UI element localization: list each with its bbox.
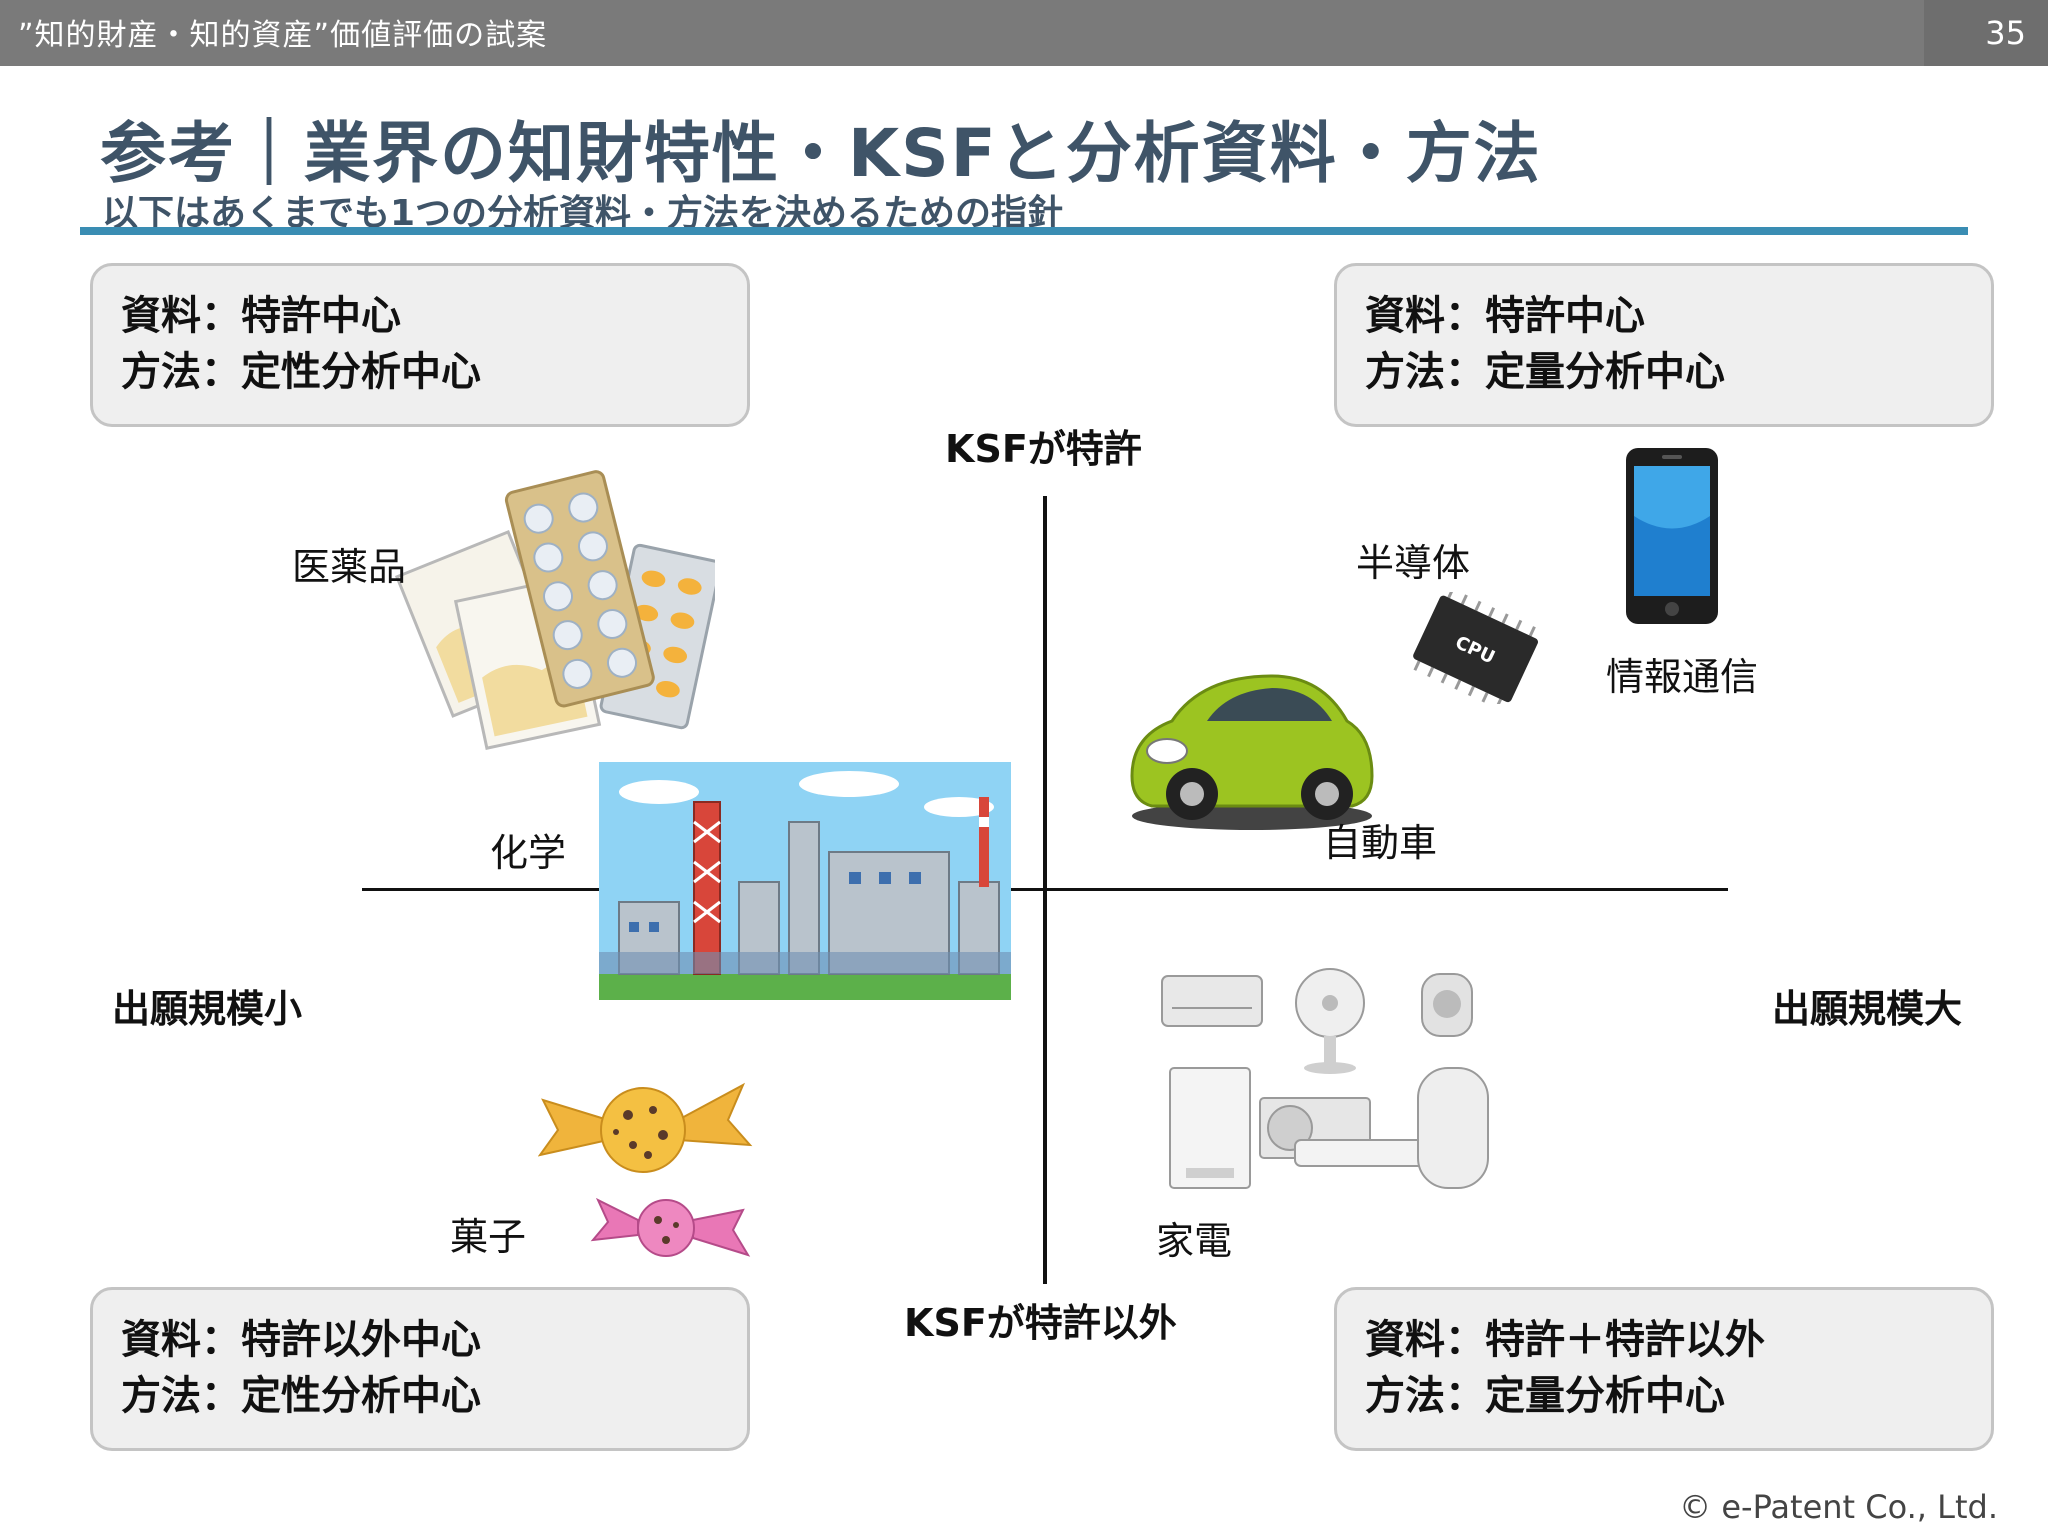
- industry-label-semiconductor: 半導体: [1356, 541, 1471, 585]
- axis-label-right: 出願規模大: [1772, 987, 1963, 1031]
- quadrant-box-top-right: 資料：特許中心 方法：定量分析中心: [1334, 263, 1994, 427]
- medicine-illustration: [395, 470, 715, 750]
- quadrant-material: 資料：特許＋特許以外: [1365, 1317, 1765, 1363]
- quadrant-method: 方法：定性分析中心: [121, 349, 481, 395]
- horizontal-axis: [362, 888, 1728, 891]
- smartphone-illustration: [1626, 448, 1718, 624]
- industry-label-info-comm: 情報通信: [1606, 655, 1759, 699]
- appliances-illustration: [1161, 968, 1489, 1189]
- page-title: 参考｜業界の知財特性・KSFと分析資料・方法: [100, 115, 1542, 192]
- chemical-plant-illustration: [599, 762, 1011, 1000]
- industry-label-confectionery: 菓子: [450, 1215, 527, 1259]
- quadrant-method: 方法：定量分析中心: [1365, 349, 1725, 395]
- series-title: ”知的財産・知的資産”価値評価の試案: [18, 18, 548, 53]
- copyright: © e-Patent Co., Ltd.: [1679, 1488, 1998, 1526]
- quadrant-material: 資料：特許中心: [1365, 293, 1645, 339]
- quadrant-method: 方法：定量分析中心: [1365, 1373, 1725, 1419]
- quadrant-box-bottom-left: 資料：特許以外中心 方法：定性分析中心: [90, 1287, 750, 1451]
- cpu-chip-illustration: CPU: [1413, 592, 1538, 704]
- quadrant-material: 資料：特許中心: [121, 293, 401, 339]
- quadrant-box-top-left: 資料：特許中心 方法：定性分析中心: [90, 263, 750, 427]
- quadrant-method: 方法：定性分析中心: [121, 1373, 481, 1419]
- header-bar: ”知的財産・知的資産”価値評価の試案 35: [0, 0, 2048, 66]
- title-underline: [80, 227, 1968, 235]
- industry-label-chemical: 化学: [490, 831, 567, 875]
- industry-label-automobile: 自動車: [1323, 821, 1438, 865]
- page-number: 35: [1985, 14, 2026, 52]
- axis-label-bottom: KSFが特許以外: [904, 1301, 1177, 1345]
- quadrant-material: 資料：特許以外中心: [121, 1317, 481, 1363]
- industry-label-pharma: 医薬品: [292, 545, 407, 589]
- quadrant-box-bottom-right: 資料：特許＋特許以外 方法：定量分析中心: [1334, 1287, 1994, 1451]
- industry-label-appliances: 家電: [1156, 1219, 1233, 1263]
- candy-illustration: [538, 1082, 753, 1257]
- header-page-cap: [1924, 0, 2048, 66]
- car-illustration: [1130, 674, 1374, 830]
- axis-label-top: KSFが特許: [945, 427, 1142, 471]
- axis-label-left: 出願規模小: [112, 987, 303, 1031]
